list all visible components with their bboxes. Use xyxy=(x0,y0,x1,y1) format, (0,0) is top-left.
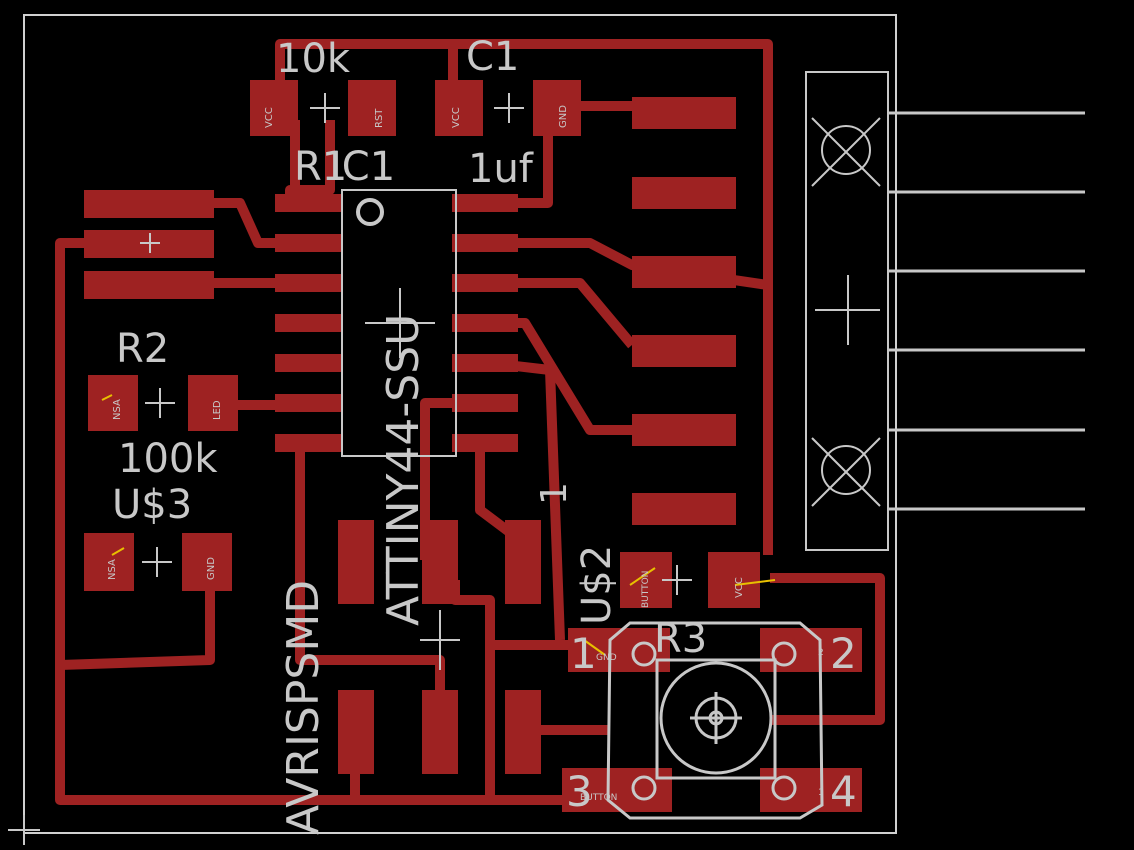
pad-text: VCC RST VCC GND NSA LED NSA GND BUTTON V… xyxy=(107,105,824,803)
ic1-name-label: IC1 xyxy=(330,144,395,190)
r1-value-label: 10k xyxy=(276,36,351,82)
r2-value-label: 100k xyxy=(118,436,218,482)
u2-pad-vcc xyxy=(708,552,760,608)
r1-vcc-text: VCC xyxy=(264,107,275,128)
pin1-circle-icon xyxy=(356,198,384,226)
r1-pad-vcc xyxy=(250,80,298,136)
ic1-left-pads xyxy=(275,194,341,452)
sw-pin4-label: 4 xyxy=(830,767,857,816)
u2-button-text: BUTTON xyxy=(641,571,651,608)
c1-pad-gnd xyxy=(533,80,581,136)
u3-nsa-text: NSA xyxy=(107,559,118,580)
marker-ticks xyxy=(101,394,776,656)
ic1-outline xyxy=(341,189,457,457)
button-pad-2 xyxy=(760,628,862,672)
isp-pin1-label: 1 xyxy=(534,482,575,505)
u2-name-label: U$2 xyxy=(574,545,620,625)
button-pad-4 xyxy=(760,768,862,812)
sw-pin3-label: 3 xyxy=(566,767,593,816)
u3-gnd-text: GND xyxy=(206,557,217,580)
sw1-gnd-text: GND xyxy=(596,653,617,663)
copper-pads xyxy=(84,80,862,812)
r2-name-label: R2 xyxy=(116,326,169,372)
board-outline xyxy=(23,14,897,834)
c1-pad-vcc xyxy=(435,80,483,136)
isp-part-label: AVRISPSMD xyxy=(278,580,329,835)
r1-name-label: R1 xyxy=(294,144,347,190)
ftdi-connector-body xyxy=(805,71,889,551)
c1-value-label: 1uf xyxy=(468,146,534,192)
r3-name-label: R3 xyxy=(654,616,707,662)
r2-pad-nsa xyxy=(88,375,138,431)
ftdi-pins xyxy=(888,111,1085,511)
ftdi-header-pads xyxy=(632,97,736,525)
isp-pads xyxy=(338,520,541,774)
ic-part-label: ATTINY44-SSU xyxy=(378,314,429,626)
silkscreen xyxy=(8,71,1085,845)
left-header-pad-3 xyxy=(84,271,214,299)
ic1-right-pads xyxy=(452,194,518,452)
crosshair-marker-icon xyxy=(8,93,880,845)
u2-vcc-text: VCC xyxy=(734,577,745,598)
r2-pad-led xyxy=(188,375,238,431)
mount-hole-x-icon xyxy=(811,117,881,507)
r2-nsa-text: NSA xyxy=(112,399,123,420)
component-labels: 10k C1 R1 IC1 1uf R2 100k U$3 ATTINY44-S… xyxy=(112,34,857,835)
u3-pad-nsa xyxy=(84,533,134,591)
left-header-pad-1 xyxy=(84,190,214,218)
sw4-pin-text: 1 xyxy=(818,788,824,798)
c1-vcc-text: VCC xyxy=(451,107,462,128)
r2-led-text: LED xyxy=(212,400,223,420)
u3-pad-gnd xyxy=(182,533,232,591)
c1-gnd-text: GND xyxy=(558,105,569,128)
sw3-button-text: BUTTON xyxy=(580,793,617,803)
sw-pin1-label: 1 xyxy=(570,629,597,678)
r1-pad-rst xyxy=(348,80,396,136)
u3-name-label: U$3 xyxy=(112,482,192,528)
sw2-pin-text: 2 xyxy=(818,648,824,658)
c1-name-label: C1 xyxy=(466,34,519,80)
button-outline xyxy=(606,621,824,820)
sw-pin2-label: 2 xyxy=(830,629,857,678)
r1-rst-text: RST xyxy=(374,108,385,128)
